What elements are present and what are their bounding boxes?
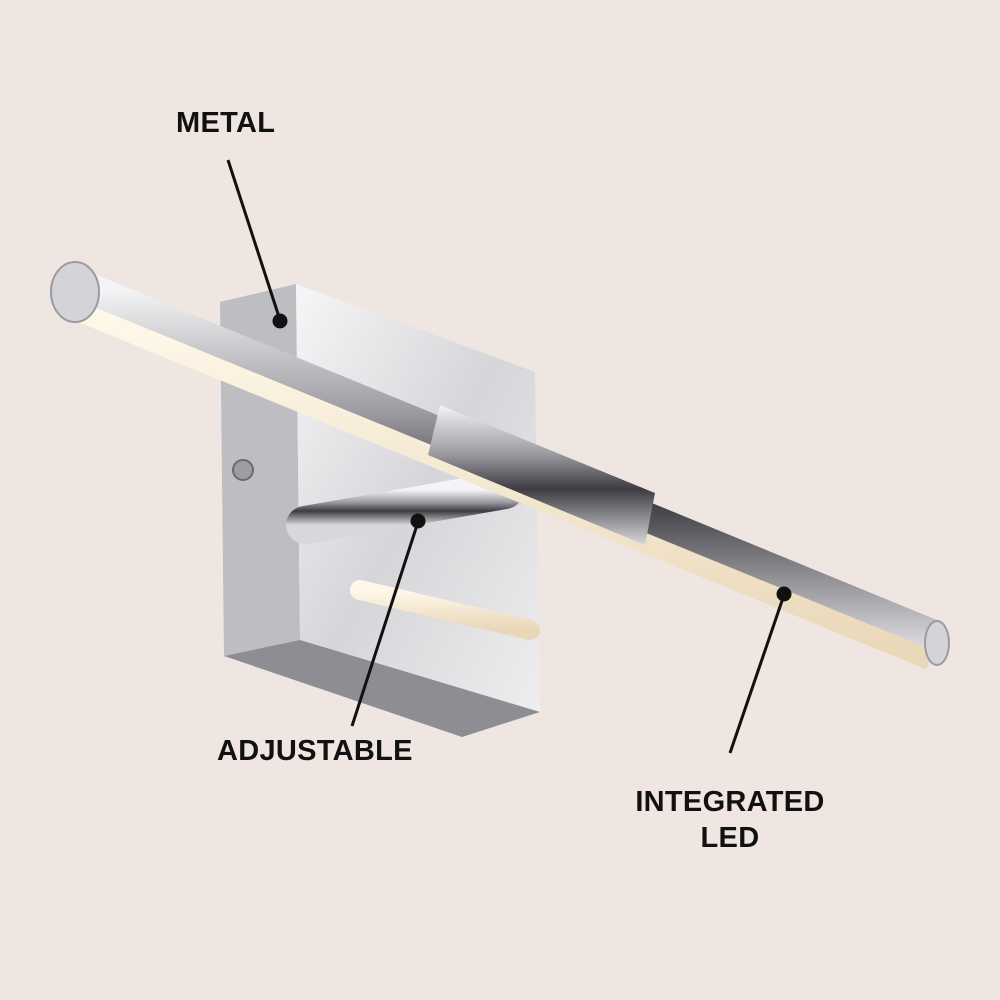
screw-icon (232, 459, 254, 481)
callout-dot-led (776, 586, 792, 602)
end-cap (924, 620, 950, 666)
callout-integrated-led-line2: LED (700, 822, 760, 854)
callout-dot-adjustable (410, 513, 426, 529)
led-light-bar (50, 261, 950, 670)
callout-line-metal (226, 159, 282, 321)
callout-metal: METAL (176, 107, 276, 139)
callout-line-led (728, 594, 786, 754)
callout-lines (226, 159, 792, 754)
callout-integrated-led-line1: INTEGRATED (635, 786, 825, 818)
callout-integrated-led: INTEGRATED LED (620, 784, 840, 856)
callout-line-adjustable (350, 521, 420, 727)
end-cap (50, 261, 100, 323)
adjustable-arm (286, 471, 540, 640)
callout-dot-metal (272, 313, 288, 329)
callout-adjustable: ADJUSTABLE (217, 735, 413, 767)
